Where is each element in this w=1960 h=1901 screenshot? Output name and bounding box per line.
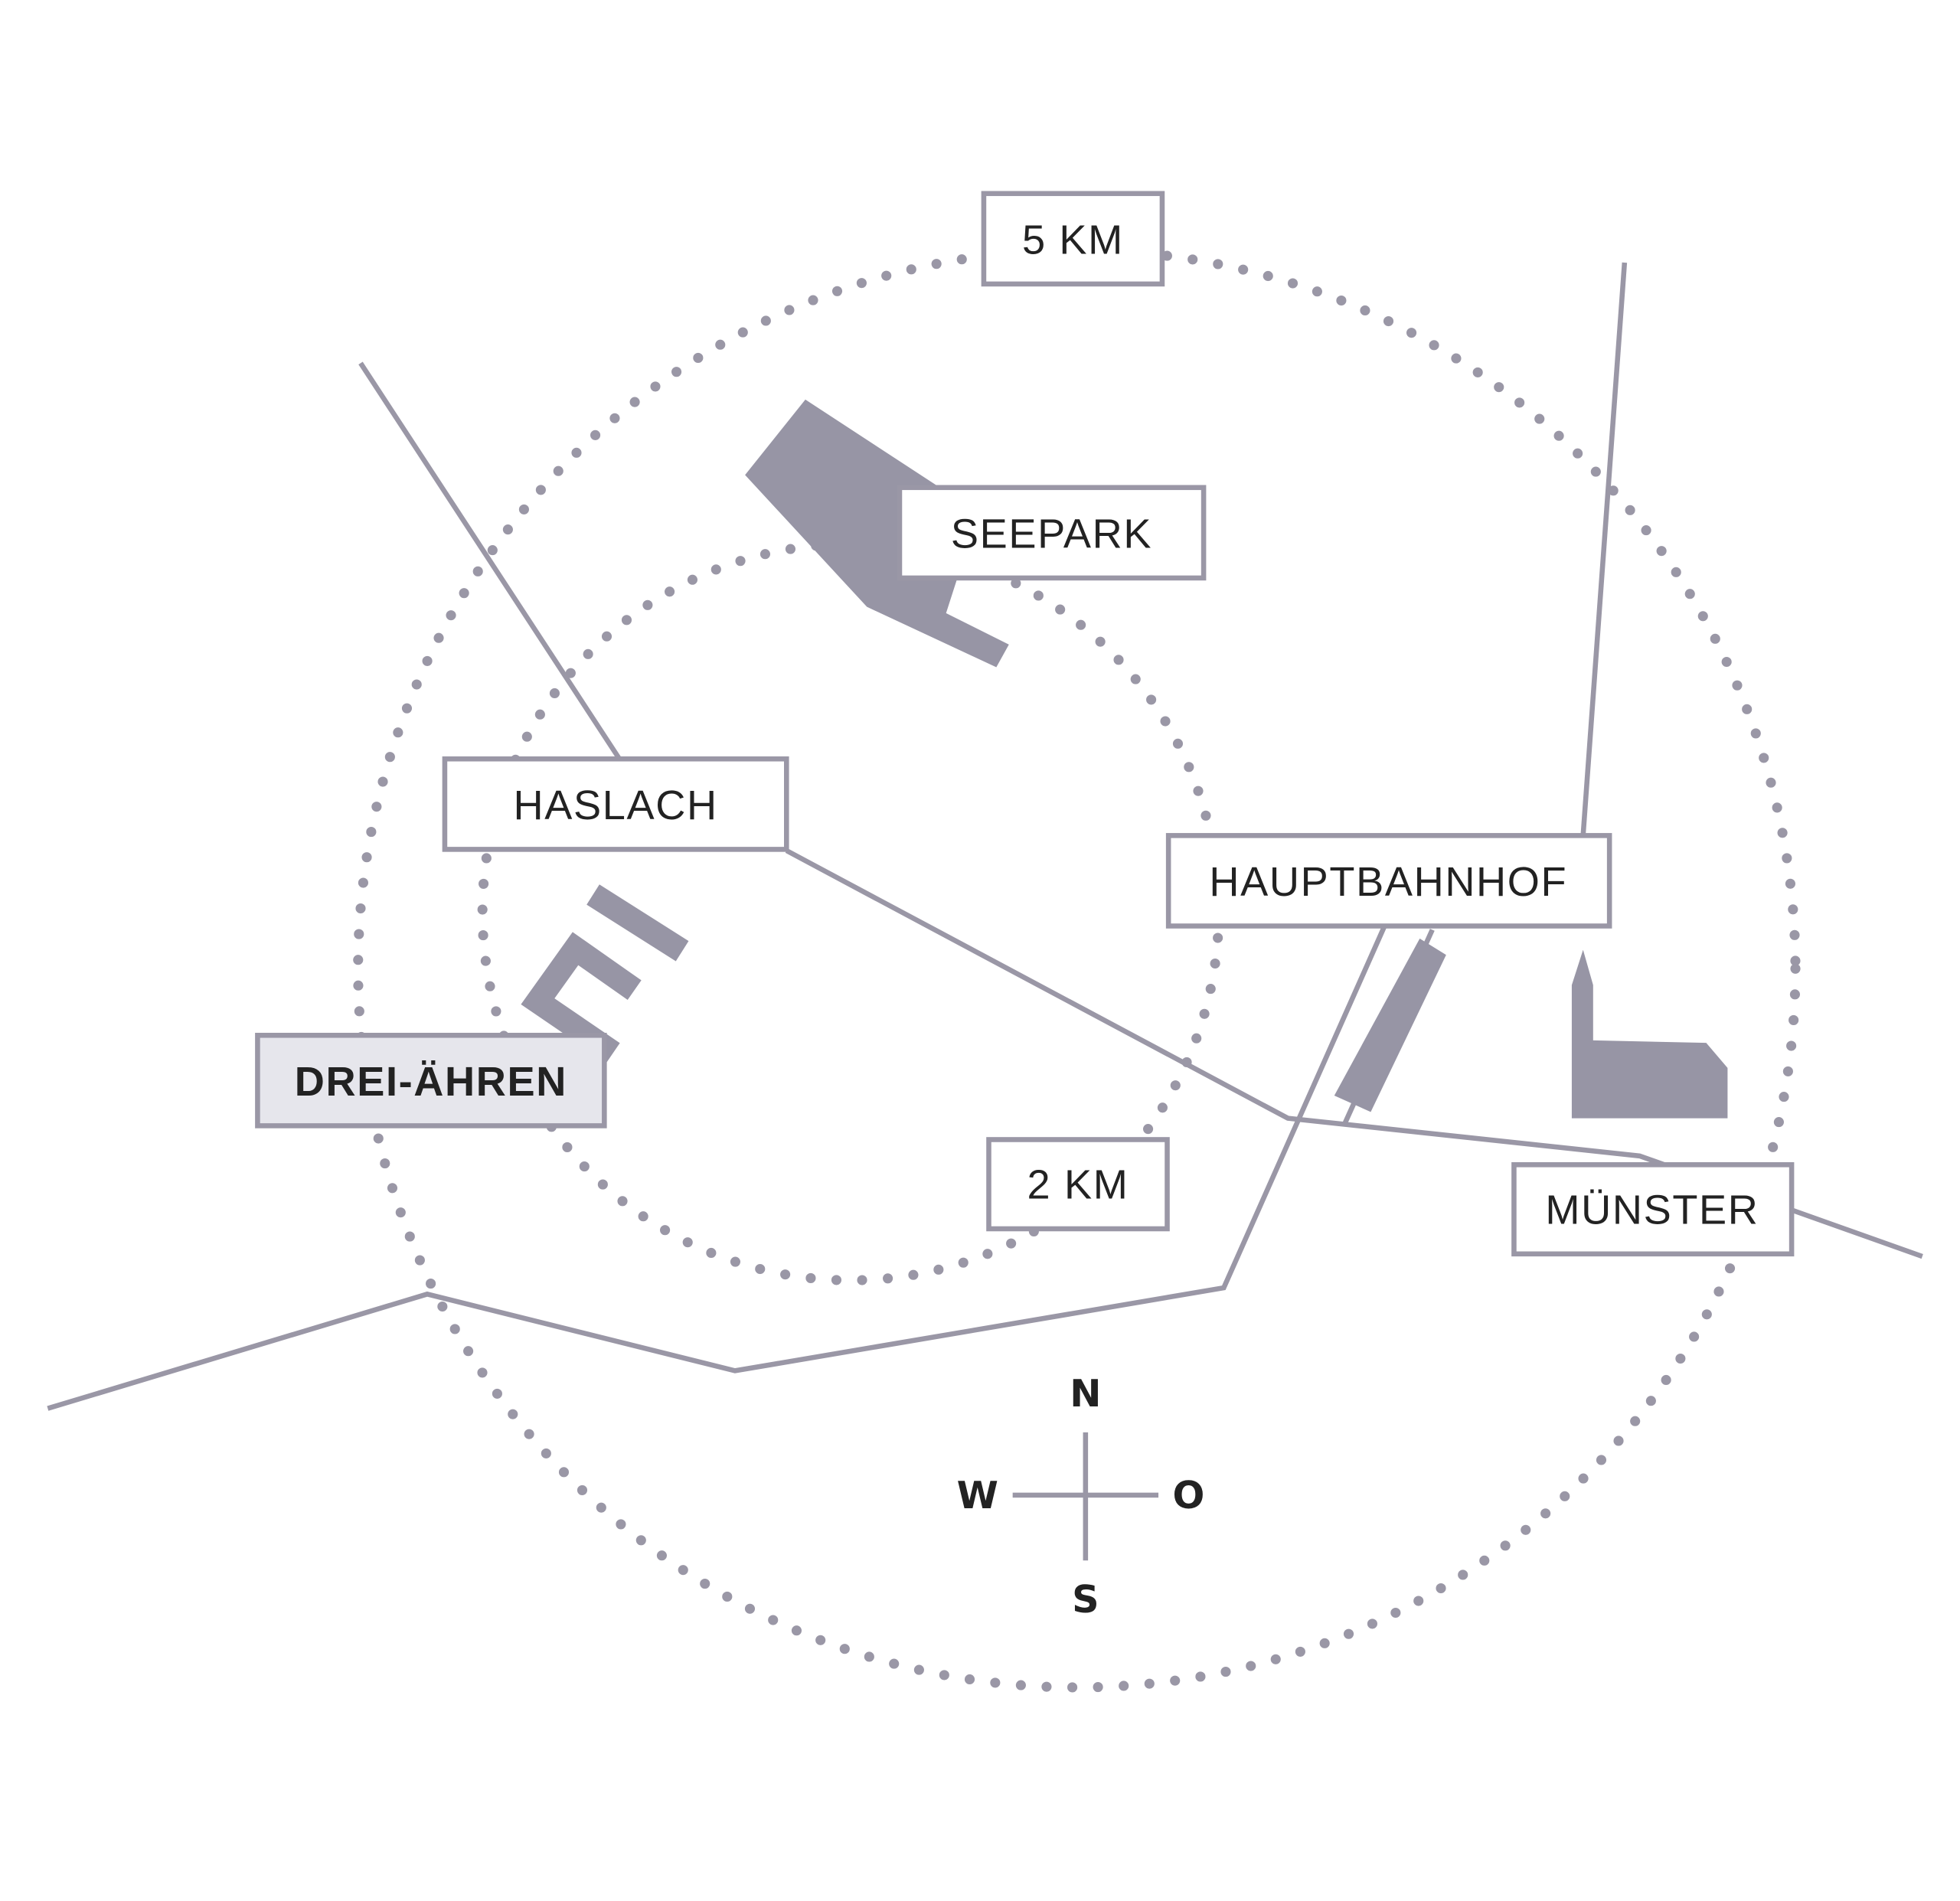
road-south — [47, 925, 1387, 1411]
church-icon — [1571, 949, 1728, 1119]
road-north — [1580, 262, 1628, 836]
compass-rose: N S W O — [957, 1371, 1205, 1622]
svg-text:5 KM: 5 KM — [1022, 217, 1124, 263]
compass-north: N — [1070, 1371, 1101, 1416]
svg-text:SEEPARK: SEEPARK — [951, 511, 1152, 557]
outer-ring-label: 5 KM — [981, 191, 1165, 287]
seepark-label: SEEPARK — [897, 485, 1207, 581]
compass-east: O — [1172, 1473, 1204, 1517]
drei-aehren-label: DREI-ÄHREN — [255, 1032, 607, 1129]
muenster-label: MÜNSTER — [1511, 1162, 1795, 1257]
compass-south: S — [1072, 1577, 1099, 1622]
compass-west: W — [957, 1473, 998, 1517]
inner-ring-label: 2 KM — [986, 1137, 1170, 1232]
hauptbahnhof-label: HAUPTBAHNHOF — [1165, 833, 1612, 929]
drei-aehren-building — [586, 884, 689, 962]
station-building — [1334, 938, 1446, 1112]
haslach-label: HASLACH — [442, 756, 789, 852]
road-northwest — [358, 361, 622, 761]
svg-text:2 KM: 2 KM — [1027, 1162, 1129, 1208]
svg-text:MÜNSTER: MÜNSTER — [1545, 1187, 1759, 1233]
svg-text:HASLACH: HASLACH — [513, 782, 717, 828]
outer-radius-ring — [353, 245, 1801, 1693]
svg-text:HAUPTBAHNHOF: HAUPTBAHNHOF — [1209, 859, 1567, 905]
seepark-area — [745, 399, 1009, 668]
drei-aehren-building — [521, 932, 642, 1063]
svg-text:DREI-ÄHREN: DREI-ÄHREN — [295, 1059, 567, 1105]
